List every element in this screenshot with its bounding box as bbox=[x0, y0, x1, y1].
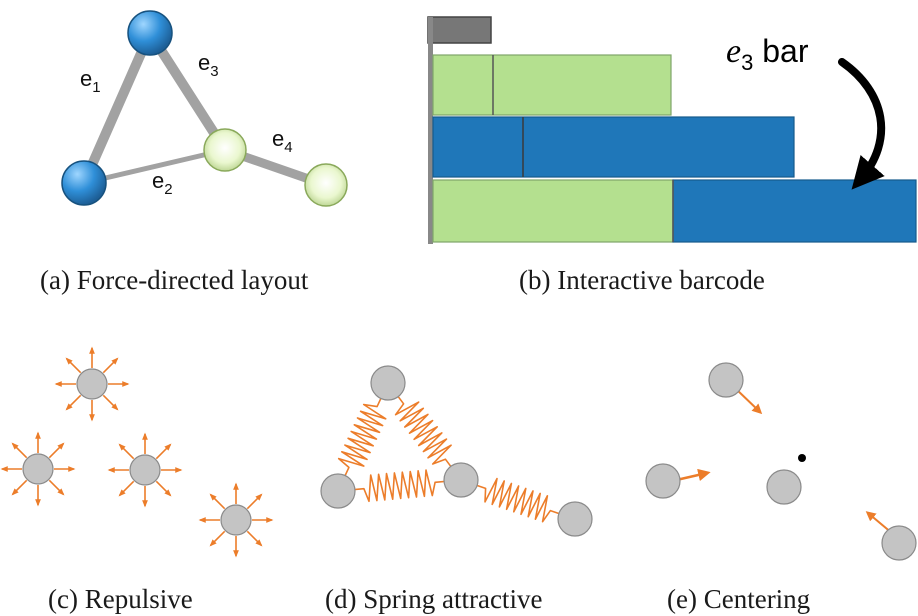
edge-label-e3: e3 bbox=[198, 50, 219, 80]
caption-a: (a) Force-directed layout bbox=[40, 265, 309, 295]
caption-e: (e) Centering bbox=[667, 584, 810, 614]
bar-3-blue[interactable] bbox=[672, 179, 917, 243]
panel-force-directed-layout: e1 e3 e2 e4 (a) Force-directed layout bbox=[40, 10, 348, 295]
edge-label-e1: e1 bbox=[80, 66, 101, 96]
repulsive-node-circle bbox=[220, 504, 252, 536]
edge-label-e4: e4 bbox=[272, 126, 293, 156]
panel-interactive-barcode: e3 bar (b) Interactive barcode bbox=[427, 16, 917, 295]
repulsion-arrow bbox=[11, 479, 28, 496]
spring-node-mid bbox=[443, 462, 479, 498]
spring-left-mid bbox=[337, 469, 462, 503]
repulsive-node-4 bbox=[198, 482, 274, 558]
repulsion-arrow bbox=[11, 442, 28, 459]
centroid-dot bbox=[798, 454, 806, 462]
bar-1-green[interactable] bbox=[432, 54, 672, 116]
node-right-green bbox=[304, 163, 348, 207]
centering-node-top bbox=[708, 362, 744, 398]
spring-top-left bbox=[337, 382, 389, 492]
repulsion-arrow bbox=[246, 493, 263, 510]
repulsion-arrow bbox=[118, 480, 135, 497]
panel-spring-attractive bbox=[320, 365, 593, 537]
panel-centering: (e) Centering bbox=[645, 362, 917, 614]
spring-mid-right bbox=[460, 477, 576, 523]
spring-node-top bbox=[370, 365, 406, 401]
centering-node-left bbox=[645, 463, 681, 499]
repulsion-arrow bbox=[102, 357, 119, 374]
node-left-blue bbox=[61, 160, 107, 206]
bar-2-blue[interactable] bbox=[432, 116, 795, 178]
repulsive-node-circle bbox=[129, 454, 161, 486]
repulsion-arrow bbox=[48, 479, 65, 496]
repulsive-node-1 bbox=[54, 346, 130, 422]
center-arrow-top bbox=[734, 387, 763, 415]
caption-d: (d) Spring attractive bbox=[325, 584, 542, 614]
bar-3-green[interactable] bbox=[432, 179, 674, 243]
repulsive-node-2 bbox=[0, 431, 76, 507]
repulsion-arrow bbox=[155, 480, 172, 497]
centering-node-center bbox=[766, 469, 802, 505]
caption-c: (c) Repulsive bbox=[48, 584, 193, 614]
repulsion-arrow bbox=[209, 530, 226, 547]
e3-pointer-arrow bbox=[838, 58, 886, 190]
repulsion-arrow bbox=[102, 394, 119, 411]
repulsion-arrow bbox=[48, 442, 65, 459]
node-mid-green bbox=[203, 128, 247, 172]
e3-bar-annotation: e3 bar bbox=[726, 33, 809, 75]
repulsion-arrow bbox=[65, 394, 82, 411]
edge-e3 bbox=[145, 28, 230, 155]
centering-node-bottom-right bbox=[881, 525, 917, 561]
graph-nodes bbox=[61, 10, 348, 207]
spring-node-left bbox=[320, 473, 356, 509]
repulsion-arrow bbox=[118, 443, 135, 460]
barcode-axis bbox=[428, 17, 433, 244]
edge-e2 bbox=[81, 147, 228, 186]
repulsive-node-3 bbox=[107, 432, 183, 508]
repulsion-arrow bbox=[155, 443, 172, 460]
caption-b: (b) Interactive barcode bbox=[519, 265, 765, 295]
panel-repulsive bbox=[0, 346, 274, 558]
repulsion-arrow bbox=[209, 493, 226, 510]
spring-node-right bbox=[557, 501, 593, 537]
repulsion-arrow bbox=[65, 357, 82, 374]
barcode-slider-handle[interactable] bbox=[427, 16, 492, 44]
repulsive-node-circle bbox=[22, 453, 54, 485]
bar-row-1 bbox=[432, 54, 672, 116]
spring-top-mid bbox=[387, 382, 462, 481]
edge-e1 bbox=[79, 28, 155, 188]
repulsion-arrow bbox=[246, 530, 263, 547]
bar-row-3-e3 bbox=[432, 179, 917, 243]
bar-row-2 bbox=[432, 116, 795, 178]
repulsive-node-circle bbox=[76, 368, 108, 400]
edge-label-e2: e2 bbox=[152, 168, 173, 198]
node-top-blue bbox=[127, 10, 173, 56]
